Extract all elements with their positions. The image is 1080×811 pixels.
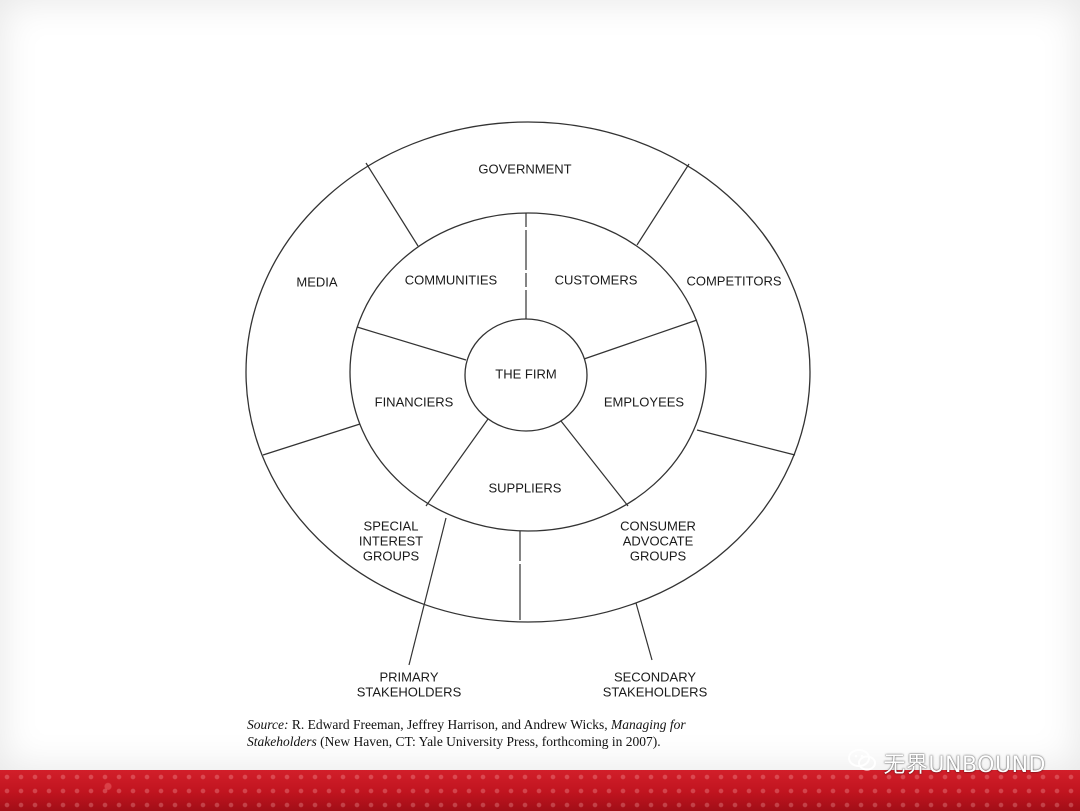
- wechat-icon: [847, 747, 877, 779]
- outer-label-competitors: COMPETITORS: [686, 273, 781, 288]
- footer-pattern: [0, 770, 1080, 811]
- divider-financiers-communities: [356, 326, 467, 361]
- outer-label-special-line3: GROUPS: [363, 548, 420, 563]
- primary-callout-line: [408, 517, 447, 666]
- outer-label-consumer-line2: ADVOCATE: [623, 533, 694, 548]
- divider-government-competitors: [636, 163, 690, 246]
- outer-ring: [245, 121, 811, 623]
- source-authors: R. Edward Freeman, Jeffrey Harrison, and…: [288, 717, 611, 732]
- outer-label-government: GOVERNMENT: [478, 161, 571, 176]
- divider-suppliers-financiers: [425, 418, 489, 507]
- divider-employees-suppliers: [560, 420, 629, 507]
- secondary-callout-line: [635, 602, 653, 661]
- source-publisher: (New Haven, CT: Yale University Press, f…: [316, 734, 661, 749]
- slide-page: [0, 0, 1080, 770]
- secondary-label-line2: STAKEHOLDERS: [603, 684, 708, 699]
- divider-special-media: [262, 423, 361, 456]
- stakeholder-diagram: THE FIRM COMMUNITIES CUSTOMERS EMPLOYEES…: [245, 121, 811, 699]
- outer-label-media: MEDIA: [296, 274, 338, 289]
- watermark: 无界UNBOUND: [847, 748, 1046, 778]
- inner-label-communities: COMMUNITIES: [405, 272, 498, 287]
- outer-label-special-line1: SPECIAL: [364, 518, 419, 533]
- inner-label-customers: CUSTOMERS: [555, 272, 638, 287]
- outer-label-consumer-line1: CONSUMER: [620, 518, 696, 533]
- inner-ring: [349, 212, 707, 532]
- watermark-text: 无界UNBOUND: [883, 753, 1046, 778]
- secondary-label-line1: SECONDARY: [614, 669, 696, 684]
- footer-bar: [0, 770, 1080, 811]
- outer-label-special-line2: INTEREST: [359, 533, 423, 548]
- inner-label-financiers: FINANCIERS: [375, 394, 454, 409]
- inner-label-employees: EMPLOYEES: [604, 394, 685, 409]
- source-title-part1: Managing for: [610, 717, 686, 732]
- inner-label-suppliers: SUPPLIERS: [489, 480, 562, 495]
- divider-media-government: [365, 162, 419, 247]
- divider-competitors-consumer: [696, 429, 796, 456]
- divider-customers-employees: [583, 319, 698, 360]
- primary-label-line2: STAKEHOLDERS: [357, 684, 462, 699]
- outer-label-consumer-line3: GROUPS: [630, 548, 687, 563]
- source-label: Source:: [247, 717, 289, 732]
- source-title-part2: Stakeholders: [247, 734, 317, 749]
- center-label: THE FIRM: [495, 366, 556, 381]
- primary-label-line1: PRIMARY: [380, 669, 439, 684]
- source-citation: Source: R. Edward Freeman, Jeffrey Harri…: [247, 716, 807, 750]
